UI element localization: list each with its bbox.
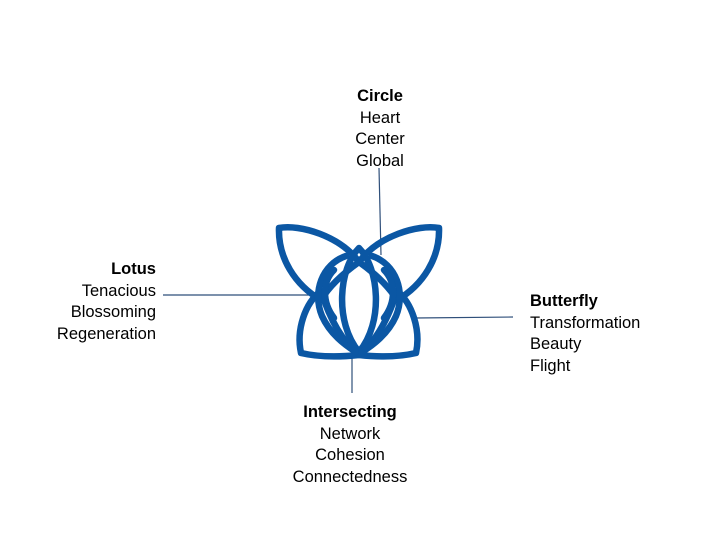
label-group-lotus: Lotus Tenacious Blossoming Regeneration — [20, 259, 156, 345]
small-left-petal — [321, 266, 338, 322]
butterfly-lotus-logo-icon — [275, 224, 443, 360]
upper-right-wing — [355, 224, 443, 304]
lower-right-wing — [355, 287, 421, 360]
group-line: Beauty — [530, 335, 582, 353]
group-line: Transformation — [530, 313, 641, 332]
label-group-intersecting: Intersecting Network Cohesion Connectedn… — [270, 402, 430, 488]
group-line: Flight — [530, 356, 571, 375]
group-line: Tenacious — [81, 281, 156, 300]
label-group-butterfly: Butterfly Transformation Beauty Flight — [530, 291, 710, 377]
group-title-circle: Circle — [357, 87, 403, 105]
inner-right-arc — [358, 252, 404, 356]
group-line: Cohesion — [315, 446, 385, 464]
group-line: Network — [319, 424, 381, 443]
group-title-butterfly: Butterfly — [530, 292, 598, 310]
connector-butterfly — [414, 316, 514, 319]
upper-left-wing — [275, 224, 363, 304]
inner-left-arc — [314, 252, 360, 356]
group-line: Center — [355, 130, 405, 148]
group-line: Global — [356, 151, 404, 170]
label-group-circle: Circle Heart Center Global — [320, 86, 440, 172]
small-right-petal — [380, 266, 397, 322]
group-line: Heart — [359, 108, 401, 127]
group-title-lotus: Lotus — [111, 260, 156, 278]
group-line: Blossoming — [70, 303, 156, 321]
group-line: Connectedness — [292, 467, 408, 486]
group-title-intersecting: Intersecting — [303, 403, 397, 421]
group-line: Regeneration — [56, 324, 156, 343]
lower-left-wing — [296, 287, 363, 360]
